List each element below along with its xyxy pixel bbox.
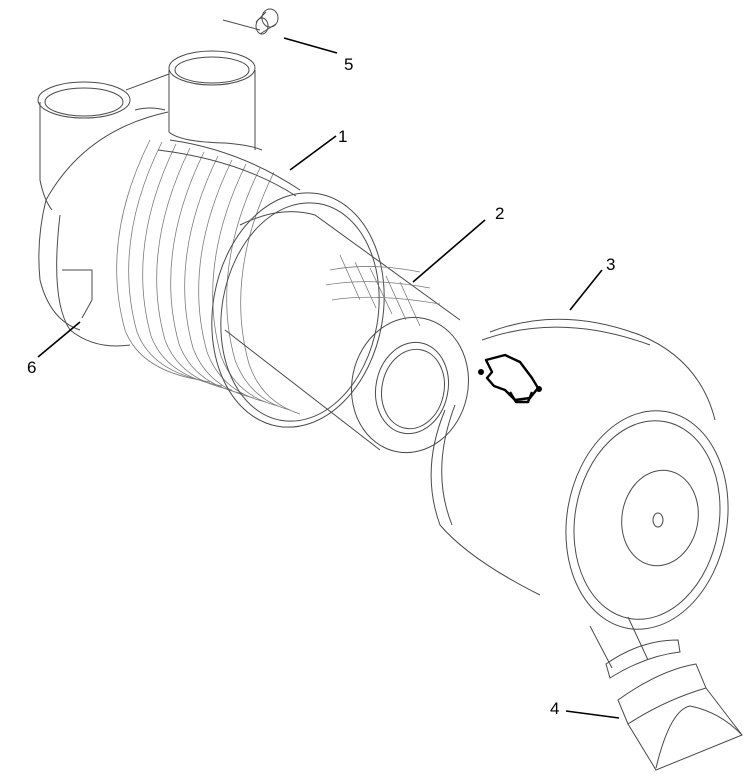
plug-part-5	[255, 8, 279, 35]
filter-element-part-2	[224, 211, 469, 454]
cover-part-3	[430, 318, 729, 630]
leader-line-3	[569, 269, 603, 311]
housing-part-6	[37, 19, 263, 347]
callout-label: 3	[606, 255, 616, 274]
callout-label: 4	[550, 699, 560, 718]
clamp-ring	[211, 192, 385, 428]
leader-line-5	[283, 37, 338, 54]
leader-line-2	[412, 219, 486, 283]
callout-label: 6	[27, 358, 37, 377]
bellows-part-1	[116, 139, 301, 415]
callout-label: 2	[495, 204, 505, 223]
leader-line-1	[289, 135, 337, 171]
outlet-part-4	[589, 616, 743, 771]
leader-line-6	[37, 321, 81, 358]
callout-label: 1	[338, 127, 348, 146]
leader-line-4	[565, 710, 620, 719]
callout-label: 5	[344, 55, 354, 74]
leader-lines	[37, 37, 620, 719]
